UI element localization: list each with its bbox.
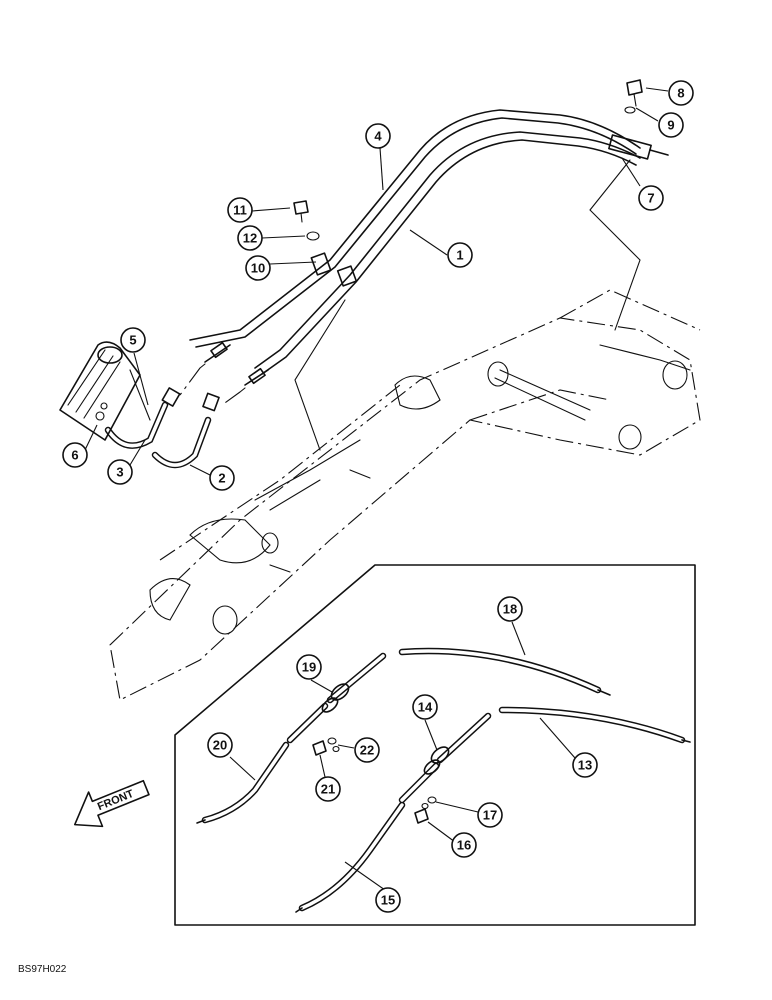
callout-18-label: 18 xyxy=(503,602,517,617)
callout-5: 5 xyxy=(120,327,146,353)
callout-8: 8 xyxy=(668,80,694,106)
callout-21: 21 xyxy=(315,776,341,802)
callout-1-label: 1 xyxy=(456,248,463,263)
callout-12-label: 12 xyxy=(243,231,257,246)
cylinder-6 xyxy=(59,341,151,441)
tube-18 xyxy=(398,647,611,696)
bolt-16 xyxy=(414,808,429,824)
callout-20-label: 20 xyxy=(213,738,227,753)
callout-9: 9 xyxy=(658,112,684,138)
callout-11-label: 11 xyxy=(233,203,247,218)
tube-15 xyxy=(295,801,406,913)
clamp-10 xyxy=(310,252,358,287)
bracket-line-1 xyxy=(294,299,346,451)
guide-line-b xyxy=(221,391,241,406)
callout-16: 16 xyxy=(451,832,477,858)
callout-12: 12 xyxy=(237,225,263,251)
bolt-21 xyxy=(312,740,327,756)
fittings-upper-left xyxy=(199,341,269,393)
tube-short-upper xyxy=(286,652,387,744)
callout-1: 1 xyxy=(447,242,473,268)
callout-18: 18 xyxy=(497,596,523,622)
inset-frame xyxy=(174,564,696,926)
callout-13-label: 13 xyxy=(578,758,592,773)
washer-12 xyxy=(306,231,320,241)
washer-9 xyxy=(624,106,636,114)
callout-15: 15 xyxy=(375,887,401,913)
clamp-14 xyxy=(423,746,450,775)
figure-code: BS97H022 xyxy=(18,964,67,975)
callout-7: 7 xyxy=(638,185,664,211)
callout-3: 3 xyxy=(107,459,133,485)
callout-6: 6 xyxy=(62,442,88,468)
tube-20 xyxy=(196,741,290,824)
callout-7-label: 7 xyxy=(647,191,654,206)
callout-22-label: 22 xyxy=(360,743,374,758)
callout-17: 17 xyxy=(477,802,503,828)
callout-13: 13 xyxy=(572,752,598,778)
callout-21-label: 21 xyxy=(321,782,335,797)
callout-6-label: 6 xyxy=(71,448,78,463)
leaders xyxy=(84,87,669,891)
front-arrow: FRONT xyxy=(73,779,150,828)
washer-17 xyxy=(421,796,437,810)
guide-line-a xyxy=(179,367,201,396)
callout-2-label: 2 xyxy=(218,471,225,486)
bracket-line-2 xyxy=(589,159,641,331)
hose-3 xyxy=(104,387,181,449)
bolt-11 xyxy=(293,200,309,223)
callout-16-label: 16 xyxy=(457,838,471,853)
callout-17-label: 17 xyxy=(483,808,497,823)
washer-22 xyxy=(327,737,340,753)
callout-15-label: 15 xyxy=(381,893,395,908)
boom-outline xyxy=(109,289,701,701)
callout-19-label: 19 xyxy=(302,660,316,675)
clamp-19 xyxy=(321,683,350,713)
tube-assembly-4 xyxy=(189,109,641,348)
hose-end-fitting-7 xyxy=(608,134,669,160)
callout-14-label: 14 xyxy=(418,700,433,715)
callout-19: 19 xyxy=(296,654,322,680)
callout-4: 4 xyxy=(365,123,391,149)
callout-10-label: 10 xyxy=(251,261,265,276)
callout-9-label: 9 xyxy=(667,118,674,133)
tube-13 xyxy=(498,706,691,744)
callout-14: 14 xyxy=(412,694,438,720)
tube-assembly-1 xyxy=(254,131,641,375)
callout-4-label: 4 xyxy=(374,129,382,144)
callout-22: 22 xyxy=(354,737,380,763)
callout-8-label: 8 xyxy=(677,86,684,101)
callout-2: 2 xyxy=(209,465,235,491)
callout-5-label: 5 xyxy=(129,333,136,348)
bolt-8 xyxy=(626,79,643,107)
callout-10: 10 xyxy=(245,255,271,281)
callout-20: 20 xyxy=(207,732,233,758)
callout-3-label: 3 xyxy=(116,465,123,480)
callout-11: 11 xyxy=(227,197,253,223)
hose-2 xyxy=(151,392,220,469)
